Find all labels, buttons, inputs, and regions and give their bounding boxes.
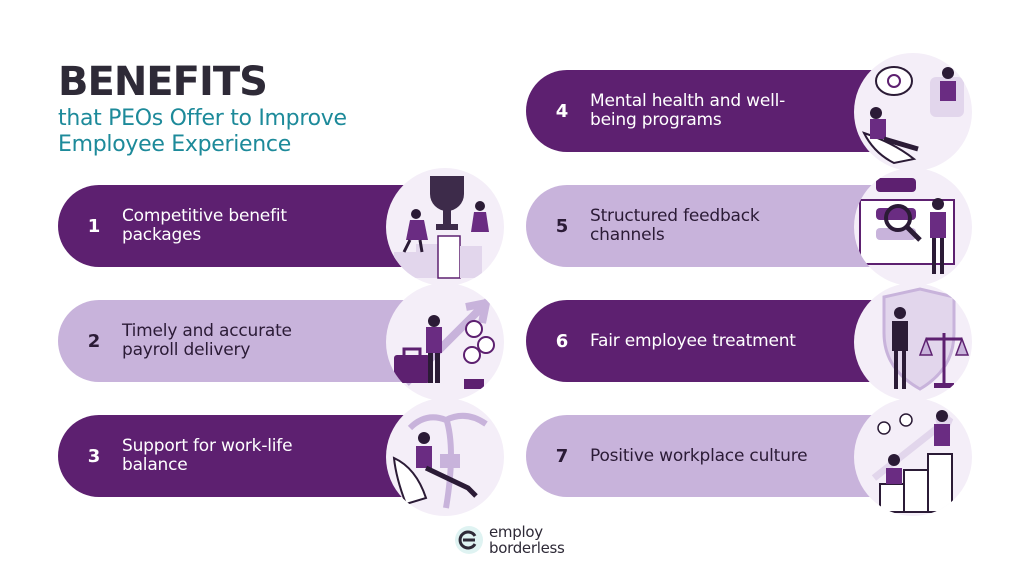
logo-line-2: borderless (489, 539, 565, 557)
page-title: BENEFITS (58, 59, 268, 105)
workplace-culture-illustration-icon (854, 398, 972, 516)
mental-health-illustration-icon (854, 53, 972, 171)
payroll-illustration-icon (386, 283, 504, 401)
subtitle-line-1: that PEOs Offer to Improve (58, 106, 347, 131)
benefit-label: Positive workplace culture (590, 445, 808, 466)
benefit-label: Mental health and well-being programs (590, 91, 786, 130)
heading: BENEFITS that PEOs Offer to Improve Empl… (58, 60, 347, 158)
benefit-number: 5 (555, 215, 569, 237)
benefit-number: 7 (555, 445, 569, 467)
brand-logo: employ borderless (455, 524, 565, 556)
work-life-illustration-icon (386, 398, 504, 516)
benefit-number: 4 (555, 100, 569, 122)
benefit-label: Fair employee treatment (590, 330, 796, 351)
benefit-number: 6 (555, 330, 569, 352)
fair-treatment-illustration-icon (854, 283, 972, 401)
benefit-number: 3 (87, 445, 101, 467)
benefit-label: Competitive benefit packages (122, 206, 287, 245)
feedback-illustration-icon (854, 168, 972, 286)
logo-line-1: employ (489, 523, 543, 541)
subtitle-line-2: Employee Experience (58, 132, 291, 157)
logo-text: employ borderless (489, 524, 565, 556)
trophy-illustration-icon (386, 168, 504, 286)
benefit-number: 1 (87, 215, 101, 237)
page-subtitle: that PEOs Offer to Improve Employee Expe… (58, 106, 347, 158)
benefit-number: 2 (87, 330, 101, 352)
benefit-label: Structured feedback channels (590, 206, 760, 245)
benefit-label: Timely and accurate payroll delivery (122, 321, 292, 360)
benefit-label: Support for work-life balance (122, 436, 293, 475)
logo-mark-icon (455, 526, 483, 554)
